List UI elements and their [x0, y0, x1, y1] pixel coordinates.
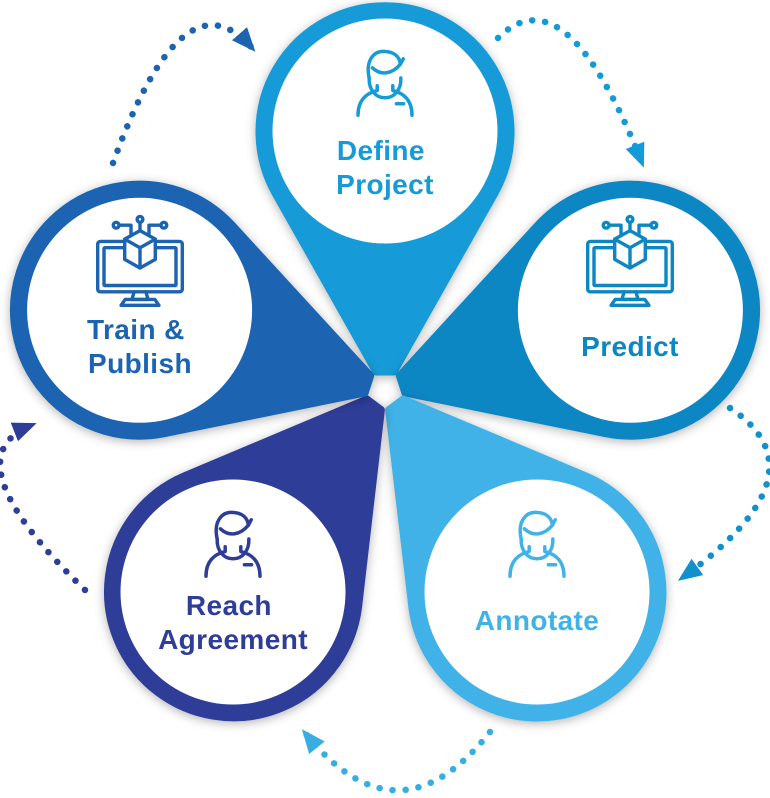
- node-circle: [27, 197, 253, 423]
- node-reach-agreement: Reach Agreement: [104, 395, 385, 722]
- node-label-reach-agreement: Reach Agreement: [158, 590, 308, 655]
- arrow-annotate-to-reach: [301, 728, 494, 794]
- node-label-train-publish: Train & Publish: [87, 314, 193, 379]
- node-label-annotate: Annotate: [475, 605, 600, 636]
- node-circle: [424, 479, 650, 705]
- node-predict: Predict: [395, 180, 761, 440]
- node-circle: [517, 197, 743, 423]
- arrow-reach-to-train: [0, 421, 89, 594]
- arrow-predict-to-annotate: [677, 404, 770, 582]
- arrow-train-to-define: [109, 21, 256, 167]
- node-circle: [272, 18, 498, 244]
- node-annotate: Annotate: [385, 395, 667, 722]
- node-label-define-project: Define Project: [336, 135, 434, 200]
- arrow-define-to-predict: [494, 17, 646, 168]
- node-train-publish: Train & Publish: [9, 180, 375, 440]
- node-circle: [120, 479, 346, 705]
- node-label-predict: Predict: [581, 331, 679, 362]
- node-define-project: Define Project: [255, 2, 515, 376]
